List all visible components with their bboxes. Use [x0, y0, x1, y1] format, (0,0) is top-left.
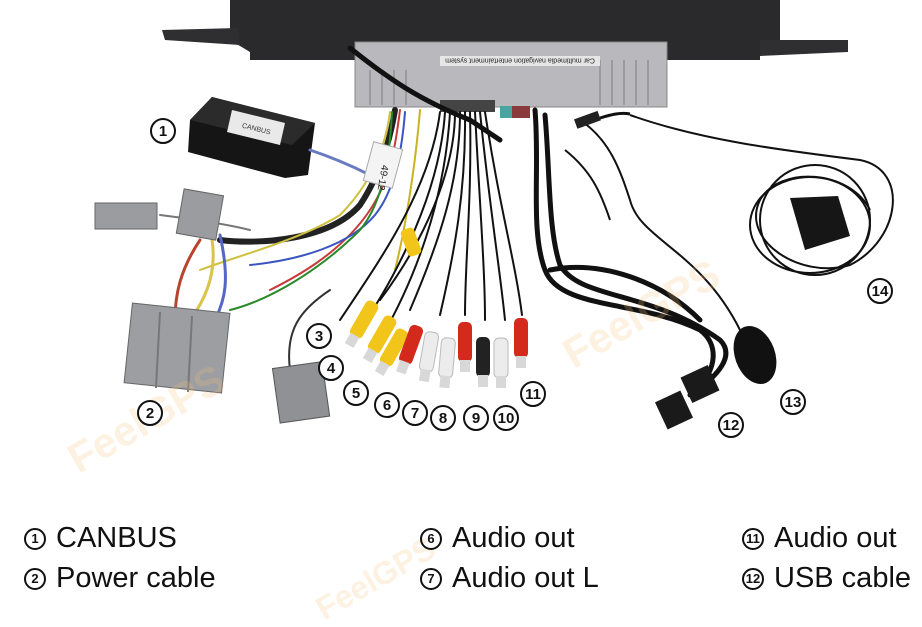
legend-num: 6: [420, 527, 442, 550]
legend-item-1: 1 CANBUS: [24, 522, 177, 555]
callout-10: 10: [493, 405, 519, 431]
legend-item-2: 2 Power cable: [24, 562, 216, 595]
callout-2: 2: [137, 400, 163, 426]
product-photo: Car multimedia navigation entertainment …: [94, 0, 894, 430]
legend-num: 1: [24, 527, 46, 550]
callout-14: 14: [867, 278, 893, 304]
legend-text: Audio out L: [452, 562, 599, 594]
legend-num: 2: [24, 567, 46, 590]
legend-num: 12: [742, 567, 764, 590]
connectors-left: [94, 188, 331, 424]
gps-antenna: [574, 110, 894, 276]
legend-item-11: 11 Audio out: [742, 522, 897, 555]
callout-4: 4: [318, 355, 344, 381]
head-unit: Car multimedia navigation entertainment …: [162, 0, 848, 118]
canbus-box: CANBUS: [188, 97, 315, 178]
legend-text: Audio out: [452, 522, 575, 554]
callout-3: 3: [306, 323, 332, 349]
callout-12: 12: [718, 412, 744, 438]
callout-8: 8: [430, 405, 456, 431]
callout-9: 9: [463, 405, 489, 431]
callout-5: 5: [343, 380, 369, 406]
legend-item-12: 12 USB cable: [742, 562, 911, 595]
callout-1: 1: [150, 118, 176, 144]
microphone: [564, 119, 777, 385]
legend-num: 11: [742, 527, 764, 550]
legend-text: Power cable: [56, 562, 216, 594]
callout-7: 7: [402, 400, 428, 426]
callout-11: 11: [520, 381, 546, 407]
usb-cable: [532, 107, 729, 430]
harness-tag-label: 49-12: [375, 164, 390, 192]
legend-item-7: 7 Audio out L: [420, 562, 599, 595]
legend-text: CANBUS: [56, 522, 177, 554]
harness-tag: 49-12: [362, 141, 404, 192]
legend-text: USB cable: [774, 562, 912, 594]
legend-text: Audio out: [774, 522, 897, 554]
power-connector: [123, 302, 231, 394]
callout-6: 6: [374, 392, 400, 418]
legend-item-6: 6 Audio out: [420, 522, 575, 555]
legend-num: 7: [420, 567, 442, 590]
head-unit-label: Car multimedia navigation entertainment …: [445, 57, 595, 64]
callout-13: 13: [780, 389, 806, 415]
rca-plugs: [344, 227, 528, 389]
